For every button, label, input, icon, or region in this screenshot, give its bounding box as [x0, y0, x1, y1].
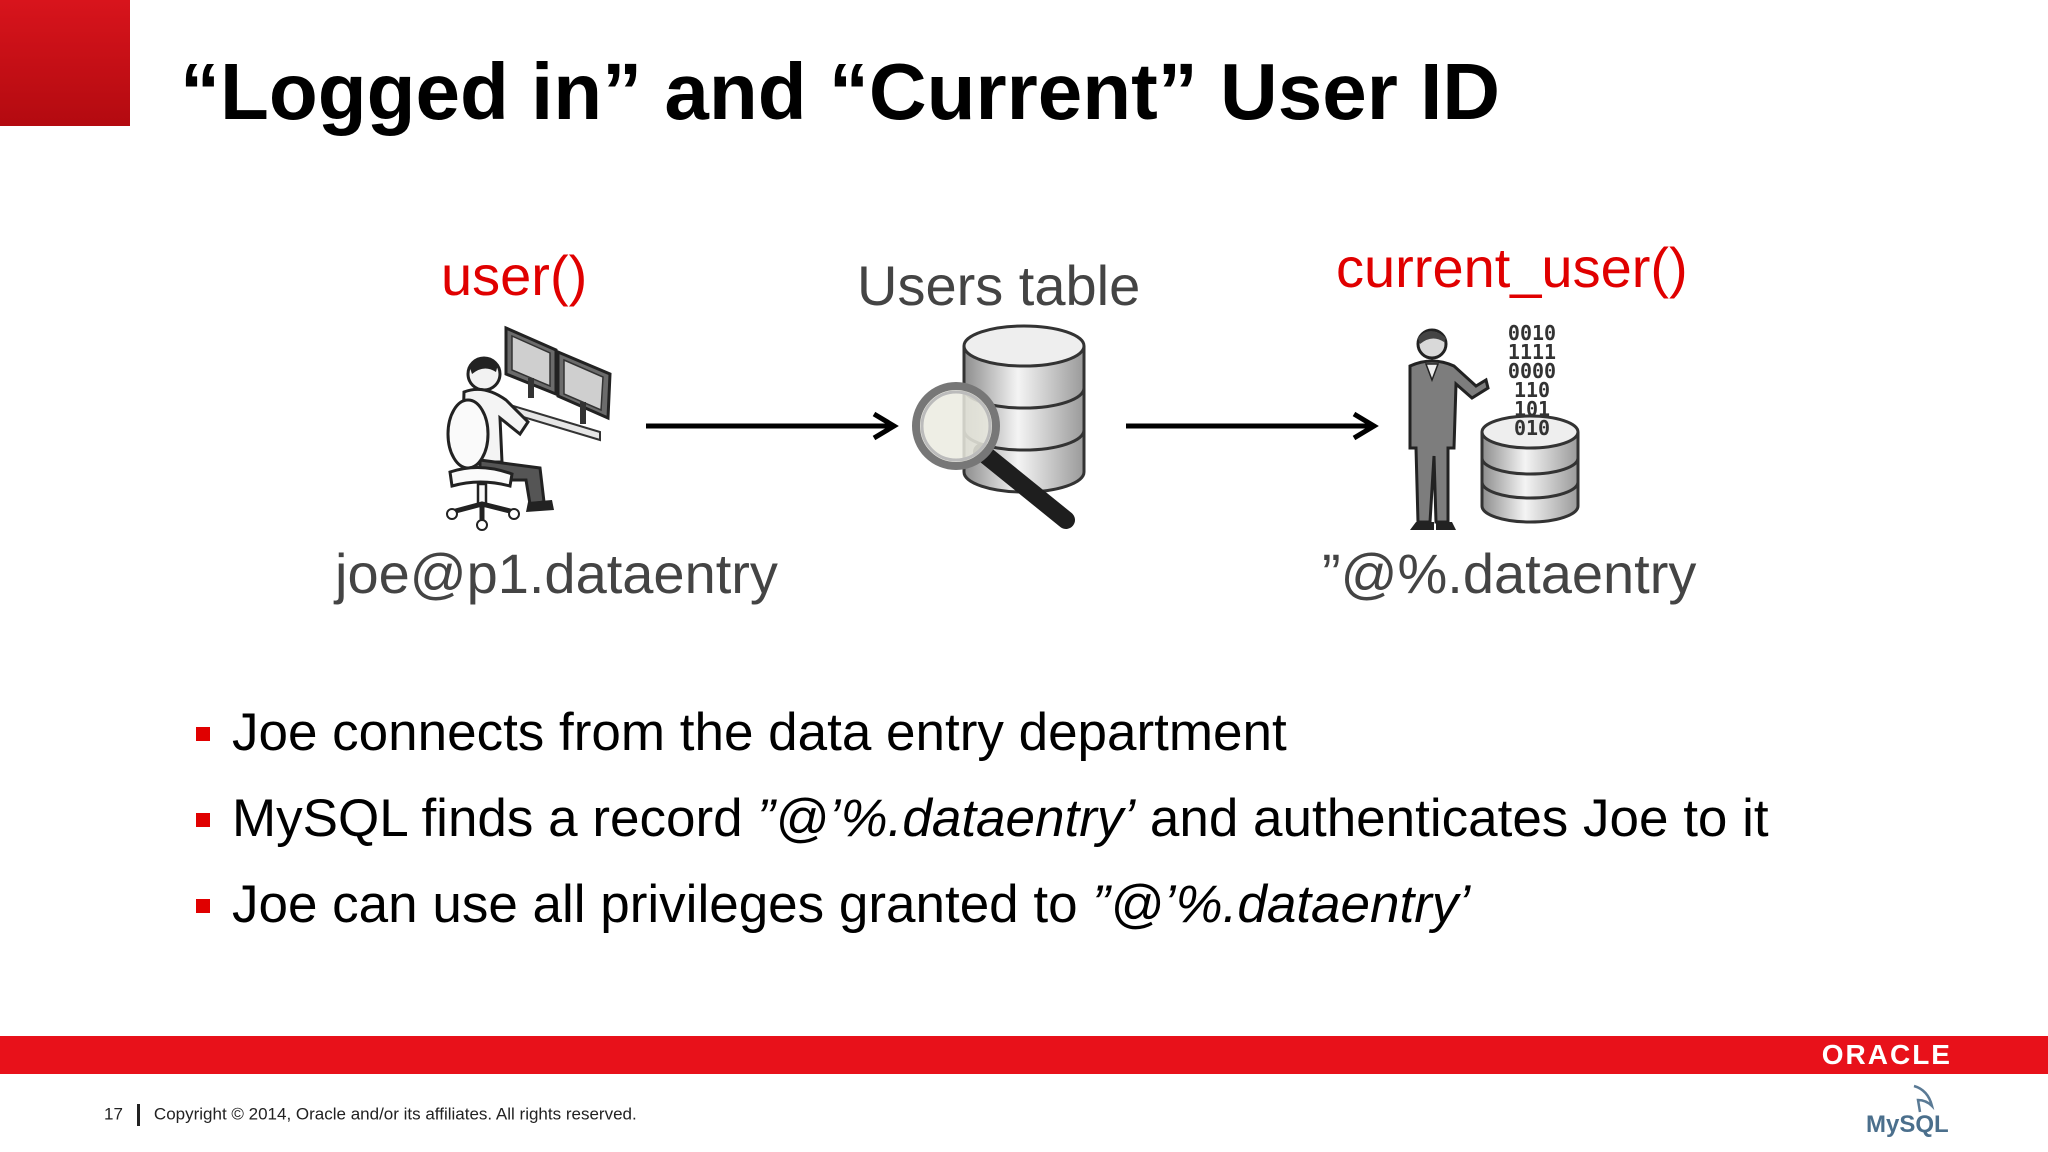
- binary-digit-row: 1111: [1508, 340, 1556, 364]
- footer: 17 Copyright © 2014, Oracle and/or its af…: [104, 1104, 637, 1126]
- oracle-logo: ORACLE: [1821, 1039, 1952, 1070]
- bullet-text: Joe connects from the data entry departm…: [232, 703, 1287, 762]
- corner-accent-block: [0, 0, 130, 126]
- current-account-label: ”@%.dataentry: [1322, 542, 1697, 605]
- binary-digit-row: 101: [1514, 397, 1550, 421]
- bullet-item: Joe connects from the data entry departm…: [196, 690, 1769, 776]
- bullet-text: MySQL finds a record: [232, 789, 758, 848]
- bullet-item: Joe can use all privileges granted to ”@…: [196, 862, 1769, 948]
- bullet-emphasis: ”@’%.dataentry’: [757, 789, 1136, 848]
- page-number: 17: [104, 1104, 123, 1124]
- users-table-label: Users table: [857, 254, 1141, 317]
- logged-in-account-label: joe@p1.dataentry: [335, 542, 778, 605]
- arrow-to-current-user: [1126, 411, 1379, 441]
- slide-title: “Logged in” and “Current” User ID: [180, 47, 1501, 136]
- bullet-text: Joe can use all privileges granted to: [232, 875, 1093, 934]
- bullet-item: MySQL finds a record ”@’%.dataentry’ and…: [196, 776, 1769, 862]
- binary-digit-row: 0000: [1508, 359, 1556, 383]
- binary-digit-row: 010: [1514, 416, 1550, 440]
- bullet-emphasis: ”@’%.dataentry’: [1092, 875, 1471, 934]
- bullet-marker: [196, 813, 210, 827]
- mysql-logo: MySQL: [1866, 1084, 1949, 1138]
- bullet-marker: [196, 727, 210, 741]
- binary-digit-row: 0010: [1508, 322, 1556, 345]
- bullet-text: and authenticates Joe to it: [1135, 789, 1769, 848]
- current-user-function-label: current_user(): [1336, 236, 1688, 299]
- mysql-logo-text: MySQL: [1866, 1111, 1949, 1138]
- database-search-icon: [912, 324, 1086, 529]
- arrow-to-users-table: [646, 411, 899, 441]
- footer-separator: [136, 1104, 140, 1126]
- bullet-list: Joe connects from the data entry departm…: [196, 690, 1769, 948]
- footer-red-band: [0, 1036, 2048, 1074]
- copyright-text: Copyright © 2014, Oracle and/or its affi…: [153, 1104, 637, 1124]
- computer-user-icon: [446, 325, 612, 531]
- user-function-label: user(): [441, 244, 588, 307]
- binary-digit-row: 110: [1514, 378, 1550, 402]
- user-id-diagram: user() Users table current_user() joe@p1…: [335, 236, 1697, 605]
- bullet-marker: [196, 899, 210, 913]
